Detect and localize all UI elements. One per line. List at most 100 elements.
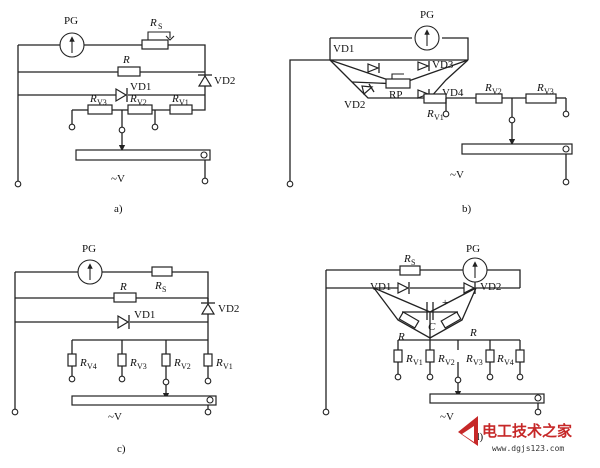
resistor-rv2-c (161, 353, 171, 367)
galvanometer-pg-b (414, 25, 440, 51)
diode-vd2-c (200, 302, 216, 315)
diode-vd1-c (117, 314, 130, 330)
caption-b: b) (462, 203, 472, 215)
r-label-c: R (119, 281, 127, 293)
terminal-b-left (286, 180, 294, 188)
rv4-label-c: R (79, 357, 87, 369)
resistor-rv3-b (525, 93, 557, 104)
r-right-label-d: R (469, 327, 477, 339)
terminal-a-2 (118, 126, 126, 134)
caption-d: d) (474, 431, 484, 443)
resistor-rv3-a (87, 104, 113, 115)
rs-sub-c: S (162, 285, 166, 294)
terminal-c-right (204, 408, 212, 416)
watermark-site-name: 电工技术之家 (482, 422, 572, 440)
selector-switch-b (461, 143, 573, 155)
resistor-rv1-c (203, 353, 213, 367)
rv3-label-b: R (536, 82, 544, 94)
galvanometer-pg-d (462, 257, 488, 283)
resistor-r-a (117, 66, 141, 77)
vd2-label-a: VD2 (214, 75, 235, 87)
terminal-c-2 (118, 375, 126, 383)
resistor-rv1-b (423, 93, 447, 104)
resistor-rs-a (141, 31, 175, 50)
terminal-b-3 (562, 110, 570, 118)
diode-vd1-b (367, 63, 380, 73)
vd2-label-b: VD2 (344, 99, 365, 111)
diode-vd1-a (115, 87, 128, 103)
r-label-a: R (122, 54, 130, 66)
vd1-label-c: VD1 (134, 309, 155, 321)
meter-label-a: PG (64, 15, 78, 27)
terminal-a-right (201, 177, 209, 185)
resistor-rv3-d (485, 349, 495, 363)
rs-label-d: R (403, 253, 411, 265)
resistor-rv4-c (67, 353, 77, 367)
terminal-c-left (11, 408, 19, 416)
terminal-a-1 (68, 123, 76, 131)
terminal-c-3 (162, 378, 170, 386)
rv1-sub-d: V1 (413, 358, 423, 367)
terminal-b-2 (508, 116, 516, 124)
terminal-d-2 (426, 373, 434, 381)
rv2-label-d: R (437, 353, 445, 365)
r-left-label-d: R (397, 331, 405, 343)
rs-sub-d: S (411, 258, 415, 267)
galvanometer-pg-a (59, 32, 85, 58)
rv2-label-c: R (173, 357, 181, 369)
rv4-label-d: R (496, 353, 504, 365)
vd3-label-b: VD3 (432, 59, 454, 71)
site-logo-icon (458, 416, 478, 446)
rv1-label-b: R (426, 108, 434, 120)
terminal-a-3 (151, 123, 159, 131)
potentiometer-rp-b (385, 73, 411, 89)
meter-label-d: PG (466, 243, 480, 255)
vd2-label-d: VD2 (480, 281, 501, 293)
terminal-b-right (562, 178, 570, 186)
watermark: 电工技术之家 www.dgjs123.com (458, 416, 572, 453)
rv3-sub-a: V3 (97, 98, 107, 107)
rv2-sub-d: V2 (445, 358, 455, 367)
diode-vd2-b (361, 83, 375, 96)
resistor-rv3-c (117, 353, 127, 367)
cap-plus-d: + (442, 297, 448, 309)
vd1-label-a: VD1 (130, 81, 151, 93)
resistor-rs-d (399, 265, 421, 276)
rv1-sub-c: V1 (223, 362, 233, 371)
rv1-sub-b: V1 (434, 113, 444, 122)
resistor-rv4-d (515, 349, 525, 363)
rv1-label-d: R (405, 353, 413, 365)
rv4-sub-d: V4 (504, 358, 514, 367)
resistor-rv2-b (475, 93, 503, 104)
capacitor-c-d (426, 302, 434, 320)
selector-switch-a (75, 149, 211, 161)
caption-a: a) (114, 203, 123, 215)
terminal-a-left (14, 180, 22, 188)
cap-label-d: C (428, 321, 436, 333)
resistor-rv2-d (425, 349, 435, 363)
terminal-b-1 (442, 110, 450, 118)
resistor-rv1-a (169, 104, 193, 115)
terminal-d-5 (516, 373, 524, 381)
meter-label-c: PG (82, 243, 96, 255)
rv1-label-a: R (171, 93, 179, 105)
rv1-sub-a: V1 (179, 98, 189, 107)
terminal-d-4 (486, 373, 494, 381)
panel-b: PG VD1 VD3 VD2 VD4 RP R (286, 9, 573, 215)
diode-vd1-d (397, 282, 410, 294)
diode-vd2-d (463, 282, 476, 294)
caption-c: c) (117, 443, 126, 455)
diode-vd2-a (197, 74, 213, 87)
diode-vd3-b (417, 61, 430, 71)
terminal-c-4 (204, 377, 212, 385)
rv3-sub-d: V3 (473, 358, 483, 367)
rv3-label-d: R (465, 353, 473, 365)
resistor-rv1-d (393, 349, 403, 363)
rv4-sub-c: V4 (87, 362, 97, 371)
rv3-sub-b: V3 (544, 87, 554, 96)
panel-a: PG R S R VD1 VD2 R V3 R V2 R (14, 15, 235, 215)
terminal-d-1 (394, 373, 402, 381)
rv3-label-c: R (129, 357, 137, 369)
